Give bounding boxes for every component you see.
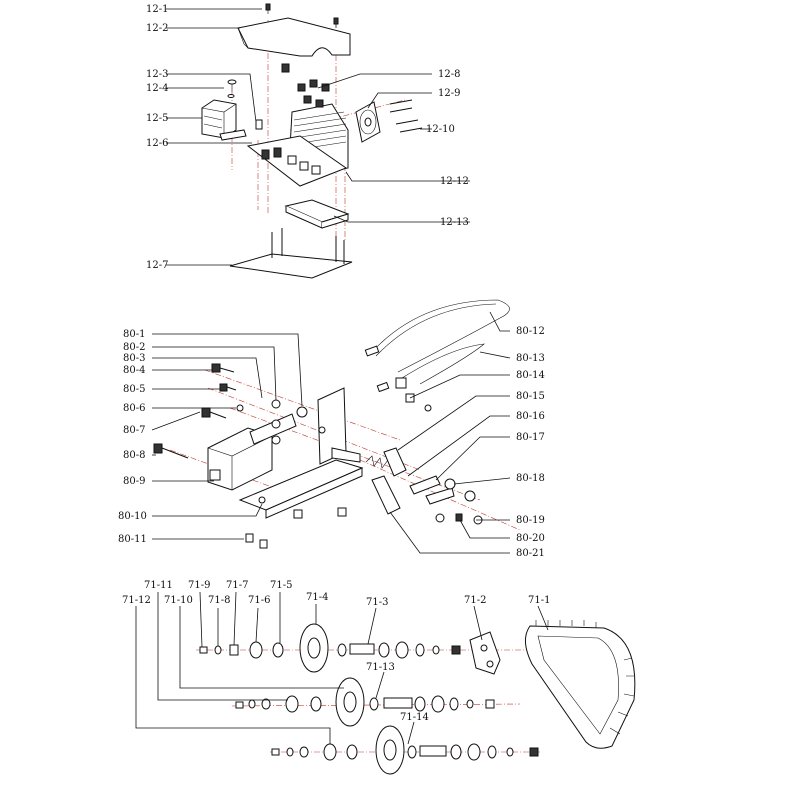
label-12-10: 12-10: [426, 124, 455, 135]
label-71-5: 71-5: [270, 580, 292, 591]
label-71-12: 71-12: [122, 595, 151, 606]
label-12-2: 12-2: [146, 23, 168, 34]
label-80-15: 80-15: [516, 391, 545, 402]
label-71-1: 71-1: [528, 595, 550, 606]
terminal-blocks: [281, 63, 330, 108]
base-plate: [229, 228, 353, 279]
control-cable-long: [371, 299, 510, 373]
label-80-6: 80-6: [123, 403, 145, 414]
pivot-pins: [424, 404, 483, 525]
label-80-21: 80-21: [516, 548, 545, 559]
linear-actuator: [207, 413, 297, 491]
label-71-7: 71-7: [226, 580, 248, 591]
label-12-1: 12-1: [146, 4, 168, 15]
label-80-2: 80-2: [123, 342, 145, 353]
label-71-4: 71-4: [306, 592, 328, 603]
group-80-actuator-assembly: 80-1 80-2 80-3 80-4 80-5 80-6 80-7 80-8 …: [118, 299, 545, 559]
label-80-12: 80-12: [516, 326, 545, 337]
label-80-14: 80-14: [516, 370, 545, 381]
label-71-3: 71-3: [366, 597, 388, 608]
label-12-12: 12-12: [440, 176, 469, 187]
lever-arms: [371, 447, 455, 515]
label-80-13: 80-13: [516, 353, 545, 364]
row-2-parts: [235, 677, 495, 727]
label-80-19: 80-19: [516, 515, 545, 526]
label-12-6: 12-6: [146, 138, 168, 149]
label-80-17: 80-17: [516, 432, 545, 443]
thermal-pad: [284, 199, 350, 229]
return-spring: [365, 455, 389, 469]
cover-plate: [237, 17, 351, 57]
label-80-18: 80-18: [516, 473, 545, 484]
label-12-13: 12-13: [440, 217, 469, 228]
standoff-12-3: [255, 119, 263, 130]
control-cable-short: [401, 343, 485, 385]
track-bracket: [469, 631, 501, 675]
screw-top-right: [333, 17, 339, 28]
label-12-4: 12-4: [146, 83, 168, 94]
screw-12-4: [227, 79, 237, 98]
label-80-20: 80-20: [516, 533, 545, 544]
transformer: [201, 99, 247, 141]
washers-80: [236, 399, 347, 549]
rubber-track: [525, 620, 636, 749]
label-71-10: 71-10: [164, 595, 193, 606]
fan-screws: [389, 99, 423, 133]
row-3-parts: [271, 725, 539, 775]
label-80-7: 80-7: [123, 425, 145, 436]
bolts-80: [153, 363, 237, 459]
group-12-controller-assembly: 12-1 12-2 12-3 12-4 12-5 12-6 12-7 12-8 …: [146, 3, 470, 279]
row-1-parts: [199, 623, 461, 673]
label-12-5: 12-5: [146, 113, 168, 124]
group-71-track-assembly: 71-1 71-2 71-3 71-4 71-5 71-6 71-7 71-8 …: [122, 580, 636, 775]
label-71-2: 71-2: [464, 595, 486, 606]
label-71-13: 71-13: [366, 662, 395, 673]
circuit-board: [246, 135, 348, 187]
label-80-5: 80-5: [123, 384, 145, 395]
label-80-11: 80-11: [118, 534, 147, 545]
label-80-4: 80-4: [123, 365, 145, 376]
cooling-fan: [355, 101, 381, 143]
label-71-8: 71-8: [208, 595, 230, 606]
label-71-11: 71-11: [144, 580, 173, 591]
label-12-3: 12-3: [146, 69, 168, 80]
label-71-6: 71-6: [248, 595, 270, 606]
label-80-8: 80-8: [123, 450, 145, 461]
label-12-8: 12-8: [438, 69, 460, 80]
label-80-1: 80-1: [123, 329, 145, 340]
label-80-3: 80-3: [123, 353, 145, 364]
screw-12-1: [265, 3, 271, 14]
label-80-16: 80-16: [516, 411, 545, 422]
label-71-14: 71-14: [400, 712, 429, 723]
label-80-9: 80-9: [123, 476, 145, 487]
label-71-9: 71-9: [188, 580, 210, 591]
label-12-7: 12-7: [146, 260, 168, 271]
label-80-10: 80-10: [118, 511, 147, 522]
mounting-frame: [238, 387, 364, 519]
label-12-9: 12-9: [438, 88, 460, 99]
cable-end-fittings: [364, 345, 415, 403]
